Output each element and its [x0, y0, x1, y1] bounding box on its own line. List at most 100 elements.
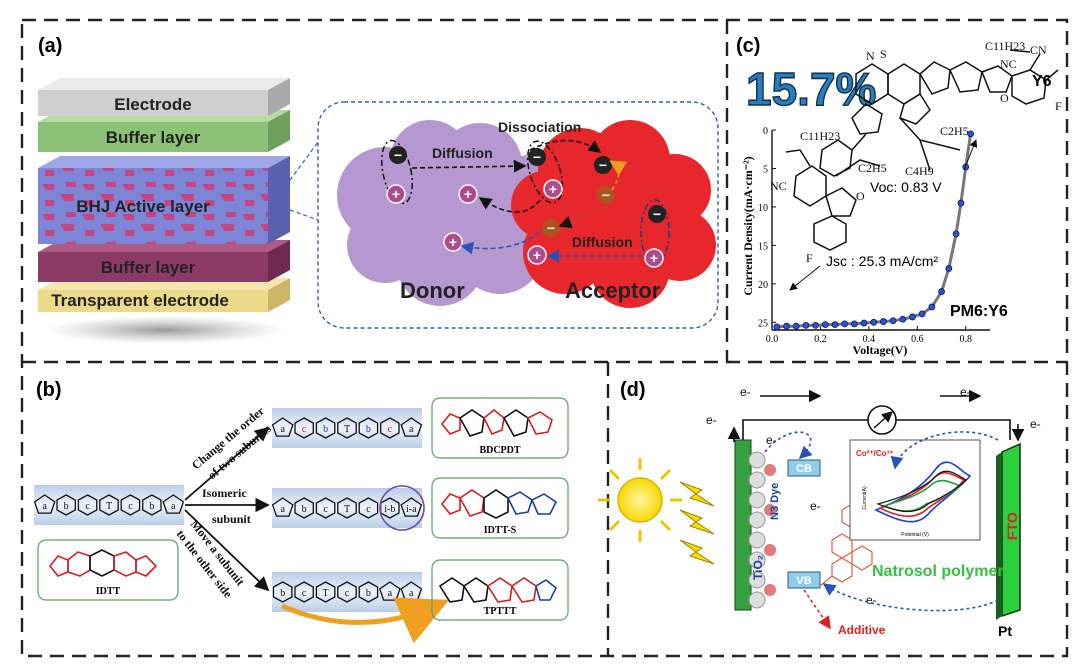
jv-point — [802, 321, 810, 329]
atom-o-left: O — [856, 189, 865, 203]
route2-line2: subunit — [212, 512, 251, 526]
layer-buffer-top — [38, 122, 268, 152]
electron-label-4: e- — [1030, 417, 1041, 431]
structure-box-tpttt: TPTTT — [431, 559, 569, 621]
structure-name-idtt-s: IDTT-S — [484, 525, 517, 536]
jv-point — [812, 321, 819, 329]
label-dissociation: Dissociation — [498, 119, 581, 135]
subunit-letter: b — [366, 588, 371, 599]
jv-xtick-label: 0.4 — [863, 334, 876, 345]
subunit-ring — [358, 581, 379, 603]
subunit-ring — [315, 581, 336, 603]
subunit-letter: c — [323, 504, 328, 515]
band-background — [34, 485, 184, 525]
jv-ytick-label: 25 — [758, 318, 768, 329]
jv-xtick-label: 0.2 — [814, 334, 827, 345]
atom-f-left: F — [806, 251, 813, 265]
subunit-ring — [294, 497, 314, 519]
label-diffusion-bottom: Diffusion — [572, 234, 633, 250]
layer-electrode — [38, 90, 268, 116]
isomer-highlight-circle — [379, 485, 425, 531]
atom-f-top: F — [1055, 99, 1062, 113]
device-stack: Electrode Buffer layer BHJ Active layer … — [38, 78, 290, 344]
route2-line1: Isomeric — [202, 486, 247, 500]
jv-xtick-label: 0.0 — [766, 334, 779, 345]
subunit-ring — [337, 497, 357, 519]
panel-b-label: (b) — [36, 379, 62, 401]
jv-point — [792, 322, 800, 330]
structure-name-idtt: IDTT — [96, 586, 121, 597]
process-callout-box — [317, 101, 719, 329]
panel-d-label: (d) — [620, 379, 646, 401]
subunit-ring — [142, 494, 162, 516]
svg-text:−: − — [653, 206, 661, 222]
subunit-letter: a — [388, 588, 393, 599]
subunit-letter: b — [302, 504, 307, 515]
jv-point — [860, 319, 868, 327]
jv-ytick-label: 10 — [758, 203, 768, 214]
jv-xtick-label: 0.8 — [960, 334, 973, 345]
blend-name: PM6:Y6 — [950, 303, 1008, 320]
jv-point — [928, 303, 936, 311]
y6-molecule-structure — [785, 49, 1059, 251]
jv-xtick-label: 0.6 — [911, 334, 924, 345]
atom-o-top: O — [1000, 91, 1009, 105]
atom-c11h23-left: C11H23 — [800, 129, 840, 143]
subunit-ring — [271, 497, 294, 517]
subunit-letter: b — [149, 501, 154, 512]
cb-label: CB — [796, 463, 812, 475]
subunit-letter: c — [85, 501, 90, 512]
subunit-letter: c — [128, 501, 133, 512]
subunit-ring — [99, 494, 119, 516]
cv-redox-label: Co²⁺/Co³⁺ — [856, 449, 893, 458]
subunit-ring — [294, 581, 314, 603]
svg-text:+: + — [650, 250, 658, 266]
layer-bhj-active — [38, 168, 268, 244]
subunit-letter: c — [388, 424, 393, 435]
atom-nc-top: NC — [1000, 57, 1017, 71]
electron-flow-arrows — [764, 431, 999, 630]
structure-box-bdcpdt: BDCPDT — [431, 397, 569, 459]
subunit-letter: a — [409, 588, 414, 599]
efficiency-value: 15.7% — [746, 63, 876, 115]
svg-text:−: − — [602, 187, 610, 203]
panel-borders — [20, 18, 1069, 658]
vb-label: VB — [796, 575, 811, 587]
subunit-letter: a — [280, 504, 285, 515]
jsc-value: Jsc : 25.3 mA/cm² — [826, 253, 938, 269]
callout-line-top — [289, 141, 319, 181]
subunit-ring — [380, 417, 400, 439]
cv-ylabel: Current(A) — [862, 486, 868, 510]
jv-point — [945, 265, 953, 272]
electron-label-7: e- — [866, 593, 877, 607]
subunit-ring — [56, 494, 76, 516]
panel-a-label: (a) — [38, 35, 62, 57]
voc-pointer — [963, 139, 978, 171]
jv-point — [899, 315, 907, 323]
subunit-ring — [162, 494, 185, 514]
subunit-ring — [272, 581, 293, 603]
subunit-letter: c — [345, 588, 350, 599]
cv-curve-red — [878, 471, 966, 518]
molecule-name: Y6 — [1032, 73, 1052, 90]
jv-point — [918, 310, 926, 318]
subunit-letter: T — [344, 424, 350, 435]
subunit-ring — [294, 417, 314, 439]
jv-axes — [771, 129, 990, 331]
layer-label-electrode: Electrode — [114, 95, 191, 114]
jv-point — [783, 322, 790, 330]
pt-label: Pt — [998, 623, 1012, 639]
subunit-ring — [337, 417, 357, 439]
sun-icon — [598, 458, 682, 542]
cv-inset: Co²⁺/Co³⁺ Current(A) Potential (V) — [849, 439, 981, 541]
y6-atom-labels: C11H23 C11H23 NC CN NC C2H5 C2H5 C4H9 O … — [770, 39, 1062, 265]
jv-xlabel: Voltage(V) — [853, 343, 908, 357]
subunit-letter: c — [302, 588, 307, 599]
electron-label-6: e- — [810, 499, 821, 513]
band-background — [272, 408, 422, 448]
polymer-label: Natrosol polymer — [872, 563, 1004, 580]
electron-label-3: e- — [706, 413, 717, 427]
route-labels: Change the order of two subunits Isomeri… — [174, 403, 274, 601]
additive-label: Additive — [838, 623, 886, 637]
